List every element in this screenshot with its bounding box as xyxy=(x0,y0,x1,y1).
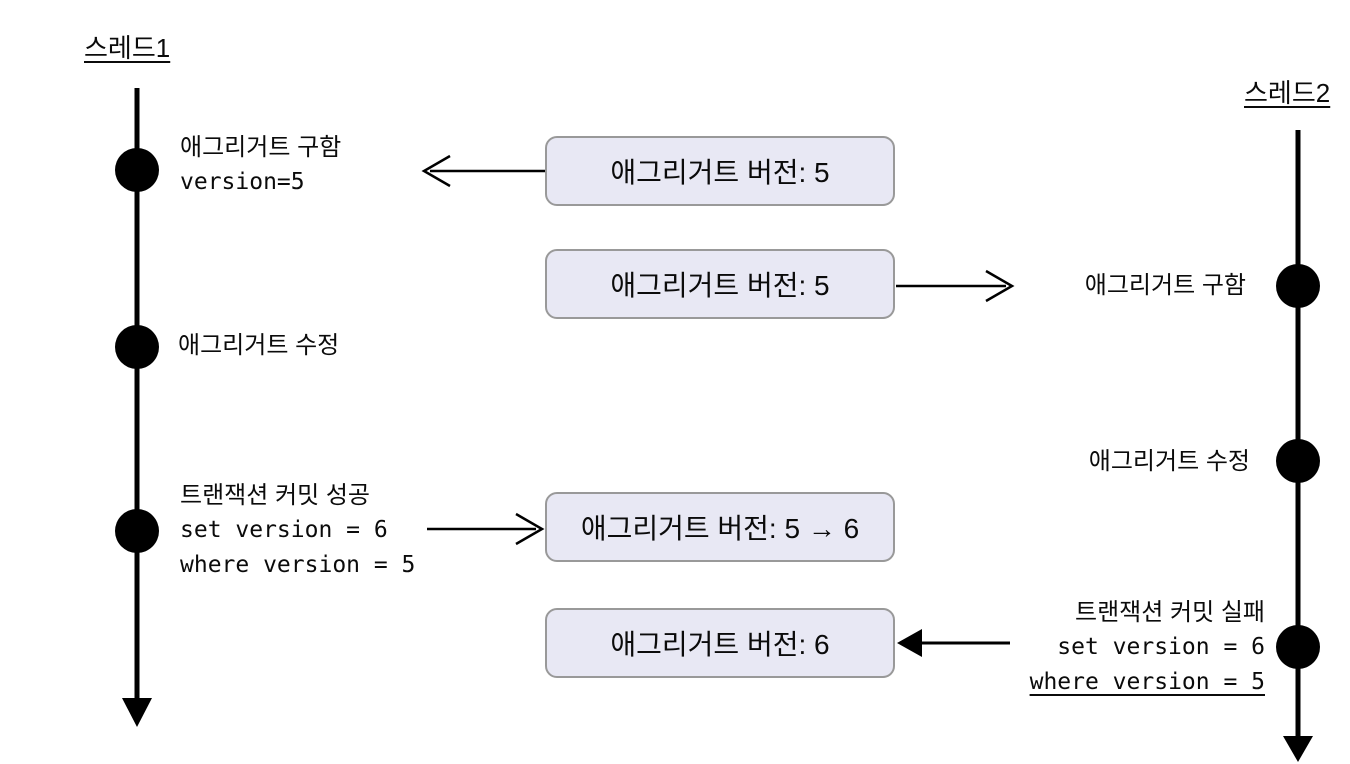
event-line-code: set version = 6 xyxy=(1057,634,1265,660)
event-line-code: set version = 6 xyxy=(180,517,388,543)
thread1-node-modify xyxy=(115,325,159,369)
aggregate-version-box-2: 애그리거트 버전: 5 xyxy=(545,249,895,319)
thread2-arrowhead-icon xyxy=(1283,736,1313,762)
arrow-thread2-to-box4-head-icon xyxy=(897,629,922,657)
thread1-label: 스레드1 xyxy=(84,33,171,63)
thread1-event-modify: 애그리거트 수정 xyxy=(178,328,339,363)
arrow-thread1-to-box3-head-icon xyxy=(515,512,545,546)
thread1-event-fetch: 애그리거트 구함 version=5 xyxy=(180,130,341,200)
event-line: 트랜잭션 커밋 실패 xyxy=(1075,599,1265,626)
thread2-event-commit-fail: 트랜잭션 커밋 실패 set version = 6 where version… xyxy=(1030,595,1265,700)
event-line: 애그리거트 수정 xyxy=(1088,448,1250,475)
aggregate-version-box-4: 애그리거트 버전: 6 xyxy=(545,608,895,678)
arrow-box2-to-thread2-head-icon xyxy=(985,269,1015,303)
event-line: 애그리거트 구함 xyxy=(180,134,342,161)
thread2-event-fetch: 애그리거트 구함 xyxy=(1085,268,1246,303)
thread2-event-modify: 애그리거트 수정 xyxy=(1089,444,1250,479)
event-line: 애그리거트 구함 xyxy=(1084,272,1246,299)
aggregate-version-label: 애그리거트 버전: 5 → 6 xyxy=(580,513,860,544)
aggregate-version-box-1: 애그리거트 버전: 5 xyxy=(545,136,895,206)
event-line-code: version=5 xyxy=(180,169,305,195)
thread2-label: 스레드2 xyxy=(1244,78,1331,108)
aggregate-version-box-3: 애그리거트 버전: 5 → 6 xyxy=(545,492,895,562)
aggregate-version-label: 애그리거트 버전: 6 xyxy=(610,629,830,660)
arrow-box1-to-thread1-head-icon xyxy=(421,154,451,188)
thread1-arrowhead-icon xyxy=(122,698,152,727)
thread2-node-fetch xyxy=(1276,264,1320,308)
aggregate-version-label: 애그리거트 버전: 5 xyxy=(610,270,830,301)
thread2-node-modify xyxy=(1276,439,1320,483)
event-line: 애그리거트 수정 xyxy=(178,332,340,359)
event-line-code: where version = 5 xyxy=(180,552,416,578)
aggregate-version-label: 애그리거트 버전: 5 xyxy=(610,157,830,188)
event-line: 트랜잭션 커밋 성공 xyxy=(180,482,370,509)
thread1-node-fetch xyxy=(115,148,159,192)
thread1-event-commit-success: 트랜잭션 커밋 성공 set version = 6 where version… xyxy=(180,478,415,583)
thread1-node-commit xyxy=(115,509,159,553)
thread2-node-commit xyxy=(1276,625,1320,669)
event-line-code-underlined: where version = 5 xyxy=(1029,669,1265,695)
